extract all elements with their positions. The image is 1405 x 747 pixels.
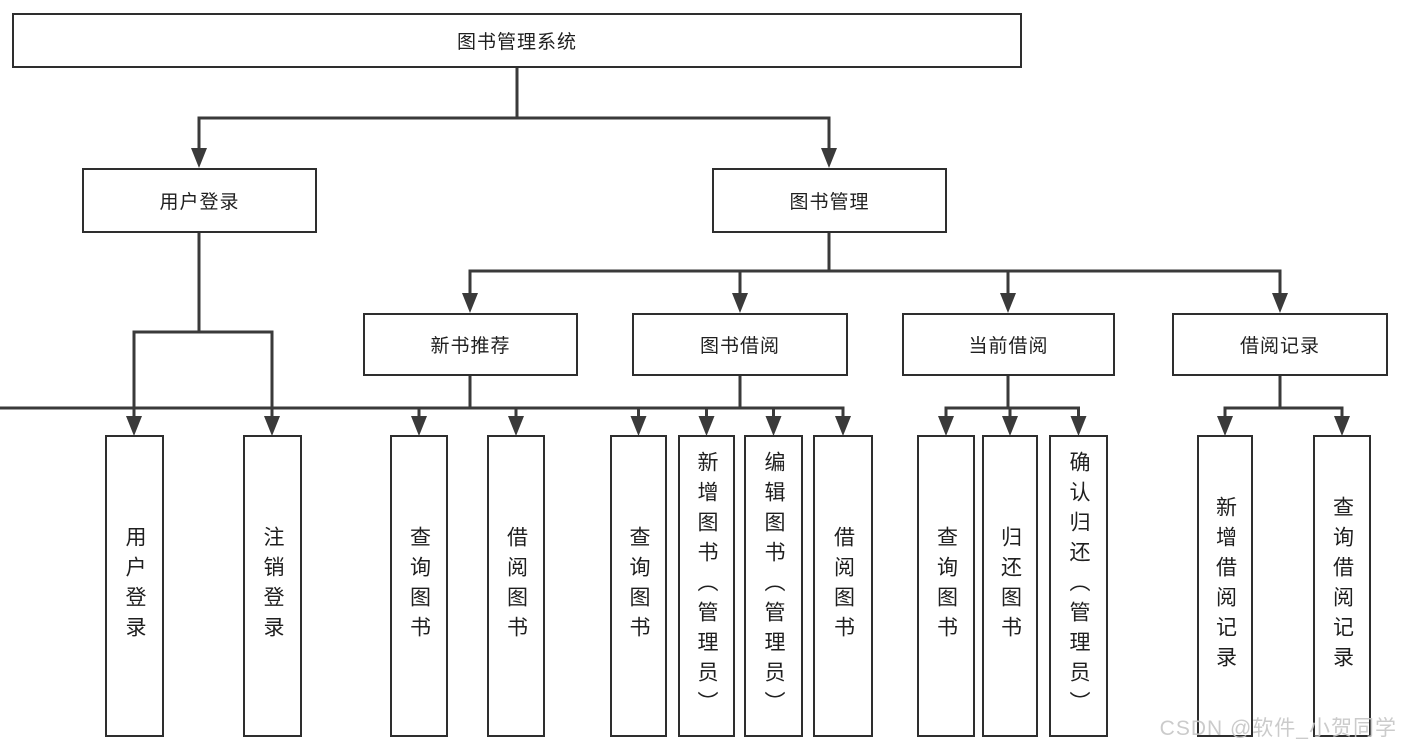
leaf-borrow-borrow-books: 借阅图书 (813, 435, 873, 737)
leaf-records-query: 查询借阅记录 (1313, 435, 1371, 737)
leaf-logout: 注销登录 (243, 435, 302, 737)
node-book-management: 图书管理 (712, 168, 947, 233)
connector-book-borrow-to-leaves (0, 376, 851, 436)
leaf-current-confirm-return-admin: 确认归还（管理员） (1049, 435, 1108, 737)
connector-current-borrow-to-leaves (938, 376, 1087, 436)
node-borrowing-records: 借阅记录 (1172, 313, 1388, 376)
connector-root-to-level2 (191, 68, 837, 168)
leaf-new-books-borrow: 借阅图书 (487, 435, 545, 737)
leaf-new-books-query: 查询图书 (390, 435, 448, 737)
leaf-borrow-edit-books-admin: 编辑图书（管理员） (744, 435, 803, 737)
leaf-borrow-add-books-admin: 新增图书（管理员） (678, 435, 735, 737)
leaf-current-query-books: 查询图书 (917, 435, 975, 737)
node-new-book-recommend: 新书推荐 (363, 313, 578, 376)
node-current-borrowing: 当前借阅 (902, 313, 1115, 376)
leaf-borrow-query-books: 查询图书 (610, 435, 667, 737)
node-root-system: 图书管理系统 (12, 13, 1022, 68)
connector-borrow-records-to-leaves (1217, 376, 1350, 436)
node-book-borrowing: 图书借阅 (632, 313, 848, 376)
leaf-records-add: 新增借阅记录 (1197, 435, 1253, 737)
connector-new-books-to-leaves (411, 376, 524, 436)
connector-book-mgmt-to-level3 (462, 233, 1288, 313)
leaf-user-login: 用户登录 (105, 435, 164, 737)
leaf-current-return-books: 归还图书 (982, 435, 1038, 737)
node-user-login: 用户登录 (82, 168, 317, 233)
connector-user-login-to-leaves (126, 233, 280, 436)
